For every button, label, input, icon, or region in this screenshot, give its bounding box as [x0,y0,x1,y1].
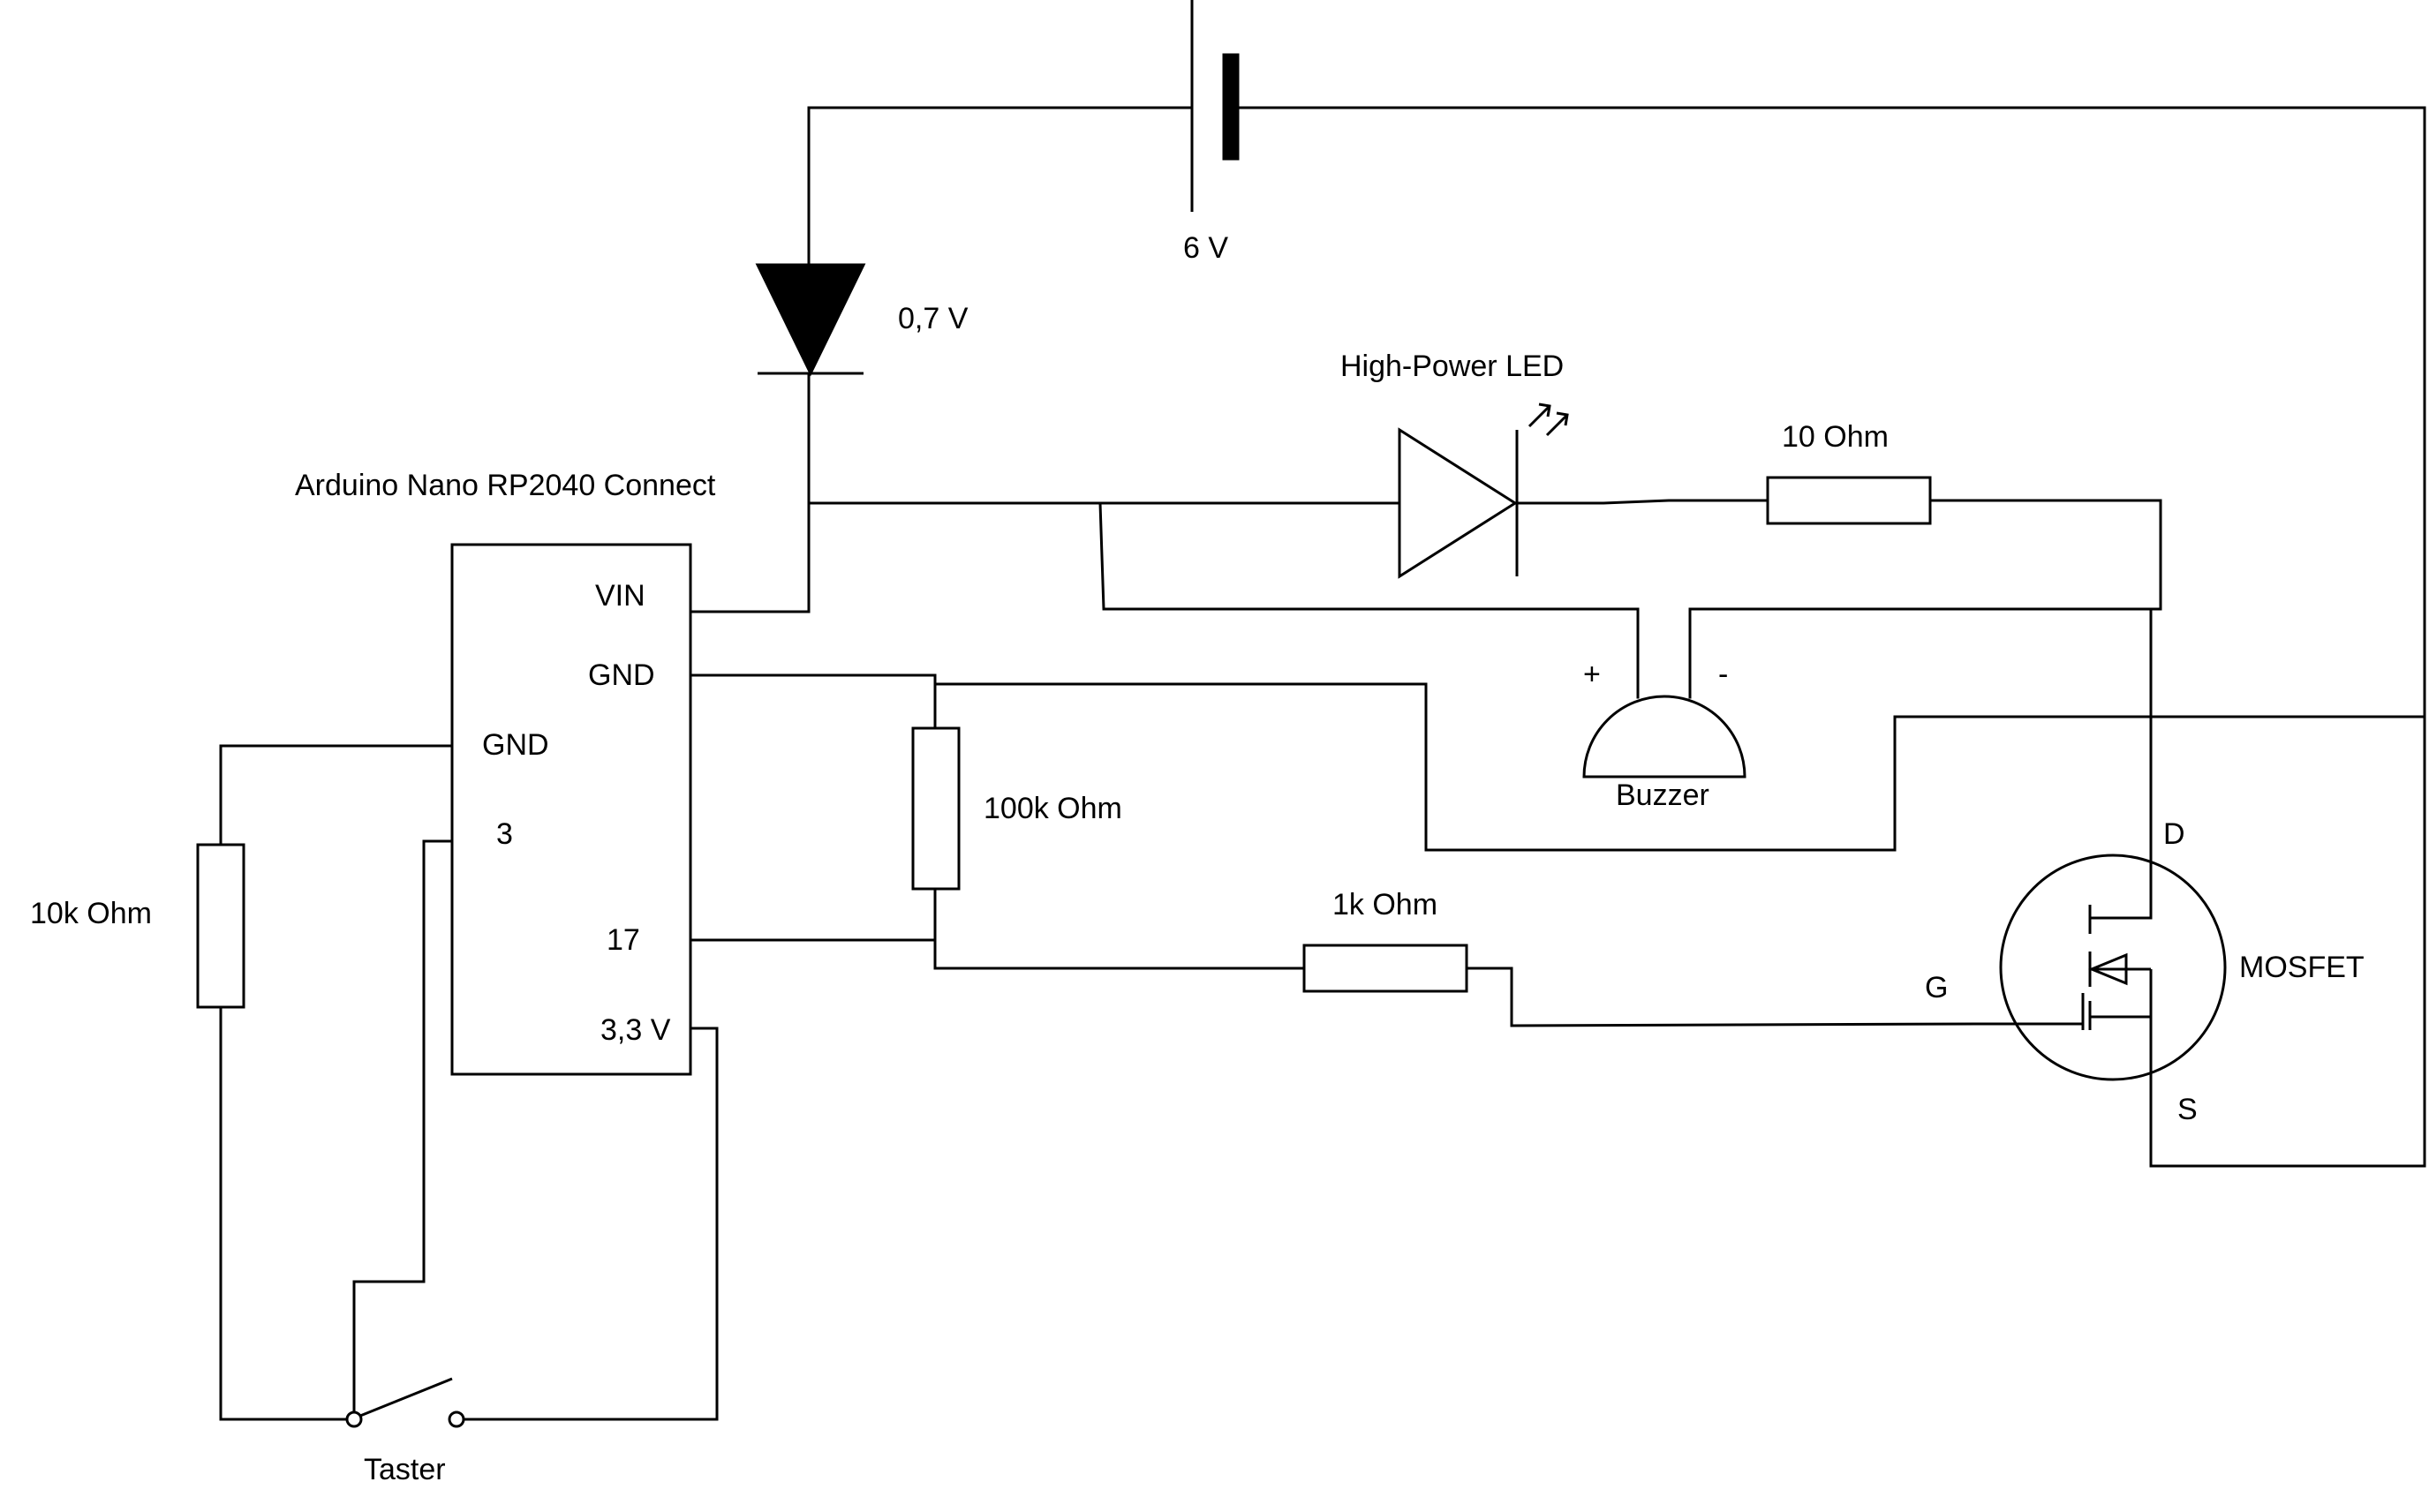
wire-17-to-1k [933,938,1306,970]
wire-buzzer-minus [1688,607,2162,699]
r10k-label: 10k Ohm [30,897,152,930]
switch-lever [359,1377,453,1418]
arduino-label: Arduino Nano RP2040 Connect [295,469,716,502]
pin-vin-label: VIN [595,579,645,613]
resistor-10-ohm [1766,476,1932,525]
wire-33v-to-switch [462,1027,719,1421]
pin-gnd-right-label: GND [588,658,655,692]
pin-3-label: 3 [496,817,513,851]
pin-17-label: 17 [607,923,640,957]
wire-gnd-to-10k [219,744,454,846]
r1k-label: 1k Ohm [1332,888,1437,921]
switch-contact-left [345,1410,363,1428]
taster-label: Taster [364,1453,446,1486]
wire-battery-to-diode [807,106,1192,267]
wire-battery-to-right-rail [1238,106,2426,1168]
led-symbol [1398,402,1569,579]
buzzer-label: Buzzer [1616,779,1709,812]
led-arrow-1 [1528,402,1551,428]
mosfet-g-label: G [1925,971,1948,1004]
buzzer-symbol [1582,695,1746,779]
wire-pin3-to-switch [352,839,454,1414]
battery-negative-plate [1222,53,1240,161]
r10-label: 10 Ohm [1782,420,1889,454]
resistor-100k-ohm [911,726,961,891]
wire-buzzer-plus [1098,501,1640,699]
mosfet-symbol [1999,854,2227,1081]
wires [219,106,2426,1421]
mosfet-circle [1999,854,2227,1081]
wire-led-to-r10 [1515,499,1769,505]
led-arrow-2 [1545,411,1569,437]
battery-symbol [1190,0,1240,212]
mosfet-label: MOSFET [2239,951,2365,984]
wire-1k-to-gate [1465,967,2085,1027]
switch-contact-right [448,1410,465,1428]
diode-triangle [755,263,866,377]
diode-label: 0,7 V [898,302,969,335]
buzzer-plus-label: + [1583,658,1601,691]
pin-gnd-left-label: GND [482,728,549,762]
resistor-1k-ohm [1302,944,1468,993]
r100k-label: 100k Ohm [984,792,1122,825]
mosfet-s-label: S [2177,1093,2198,1126]
pin-33v-label: 3,3 V [600,1013,671,1047]
diode-symbol [755,263,866,377]
wire-diode-to-vin [689,372,811,613]
mosfet-body-arrow [2088,952,2128,986]
wire-100k-to-17 [689,887,937,942]
battery-label: 6 V [1183,231,1228,265]
led-triangle [1398,427,1518,579]
mosfet-d-label: D [2163,817,2185,851]
resistor-10k-ohm [196,843,245,1009]
led-label: High-Power LED [1340,350,1564,383]
switch-symbol [345,1377,465,1428]
buzzer-minus-label: - [1718,658,1728,691]
arduino-board [450,543,692,1076]
wire-gnd-to-rail [689,673,2426,852]
wire-10k-to-switch [219,1005,349,1421]
